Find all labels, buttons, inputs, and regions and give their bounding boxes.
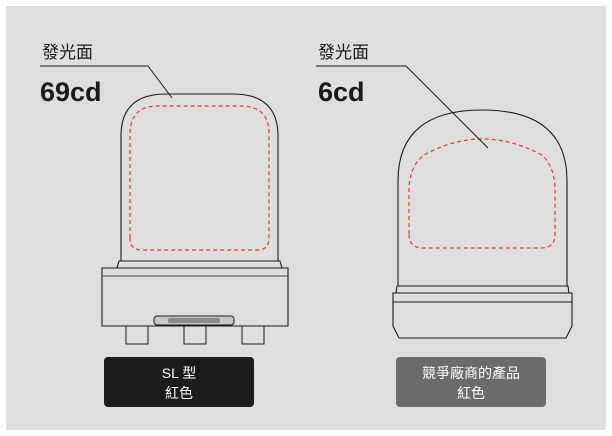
competitor-caption-box [396,357,546,407]
sl-emitting-area [129,105,270,251]
sl-caption-color: 紅色 [165,385,193,401]
comparison-diagram: 發光面 69cd SL 型 紅色 發光面 6cd 競爭廠商的產品 紅色 [40,43,573,407]
sl-beacon [40,65,289,345]
sl-leader-line [40,65,173,99]
competitor-area-label: 發光面 [318,43,369,62]
sl-dome [120,93,279,261]
competitor-luminous-value: 6cd [318,77,365,107]
competitor-emitting-area [408,138,556,249]
sl-caption-box [104,357,254,407]
sl-dome-ring [116,260,283,269]
competitor-beacon [316,65,573,339]
competitor-dome-ring [395,285,570,294]
sl-base [101,267,289,327]
sl-area-label: 發光面 [42,43,93,62]
competitor-base [392,292,573,303]
sl-luminous-value: 69cd [40,77,102,107]
sl-caption-model: SL 型 [162,365,197,381]
competitor-leader-line [316,65,489,149]
competitor-caption-color: 紅色 [457,385,485,401]
competitor-base-lower [392,301,573,339]
competitor-dome [397,109,568,286]
competitor-caption-name: 競爭廠商的產品 [422,365,520,381]
comparison-figure: 發光面 69cd SL 型 紅色 發光面 6cd 競爭廠商的產品 紅色 [6,6,606,430]
sl-connector [125,315,265,345]
